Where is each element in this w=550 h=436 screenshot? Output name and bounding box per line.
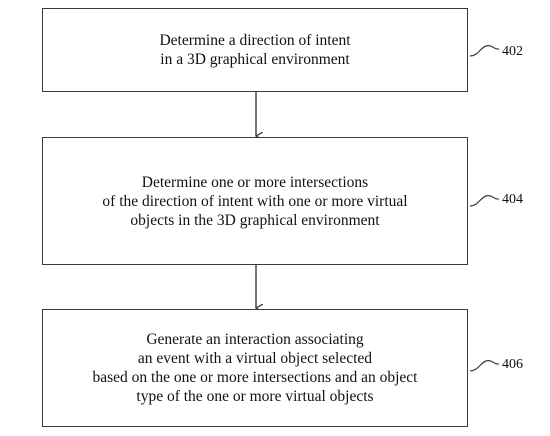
- ref-leader-404: [469, 194, 500, 207]
- step-text-404: Determine one or more intersections of t…: [102, 173, 408, 229]
- ref-leader-402: [469, 44, 500, 57]
- step-ref-404: 404: [502, 192, 523, 207]
- step-ref-406: 406: [502, 357, 523, 372]
- step-box-404: Determine one or more intersections of t…: [42, 137, 468, 265]
- step-text-402: Determine a direction of intent in a 3D …: [159, 32, 351, 68]
- step-text-406: Generate an interaction associating an e…: [92, 331, 418, 405]
- step-ref-402: 402: [502, 44, 523, 59]
- step-box-406: Generate an interaction associating an e…: [42, 309, 468, 427]
- ref-leader-406: [469, 359, 500, 372]
- step-box-402: Determine a direction of intent in a 3D …: [42, 8, 468, 92]
